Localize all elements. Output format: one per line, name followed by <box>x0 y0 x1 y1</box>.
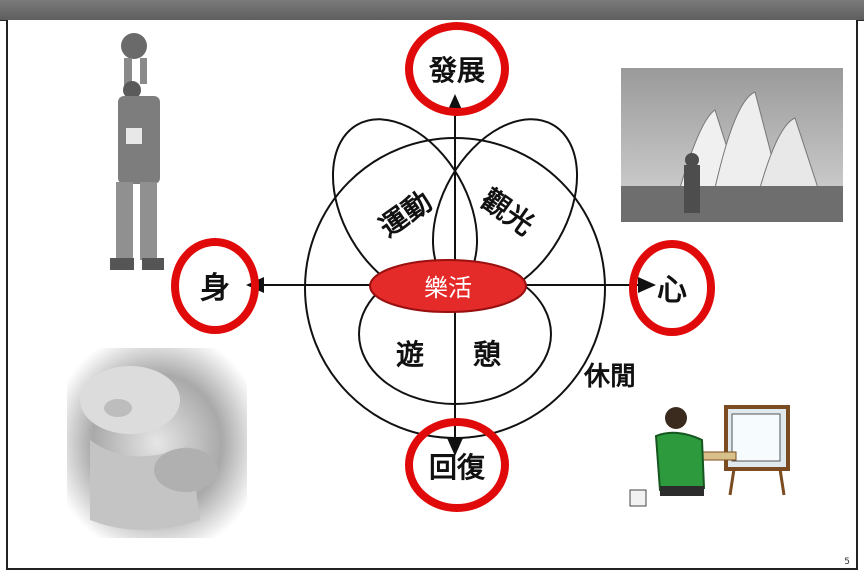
outer-circle-label: 休閒 <box>583 362 636 392</box>
petal-left-label: 運動 <box>373 185 438 244</box>
right-label: 心 <box>657 273 687 308</box>
bottom-label: 回復 <box>429 451 486 484</box>
top-label: 發展 <box>428 54 485 87</box>
page-number: 5 <box>844 557 850 567</box>
center-ellipse <box>369 259 527 313</box>
basketball-player-image <box>110 33 164 270</box>
bottom-ring <box>405 418 509 512</box>
opera-house-image <box>621 68 843 222</box>
lower-right-label: 憩 <box>473 338 501 371</box>
left-ring <box>171 238 259 334</box>
left-label: 身 <box>200 271 230 306</box>
petal-right-label: 觀光 <box>475 183 540 242</box>
lower-left-label: 遊 <box>396 338 424 371</box>
tv-watching-clipart <box>629 405 790 507</box>
center-label: 樂活 <box>424 274 472 302</box>
facial-treatment-image <box>67 348 247 538</box>
right-ring <box>629 240 715 336</box>
highlight-rings <box>171 22 715 512</box>
top-ring <box>405 22 509 116</box>
diagram-lines <box>246 94 656 456</box>
